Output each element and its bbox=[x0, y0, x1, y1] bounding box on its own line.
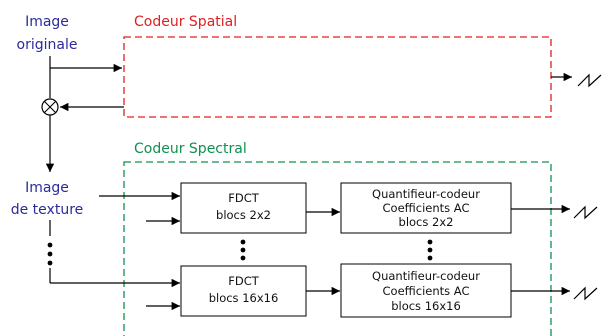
label-image-texture-1: Image bbox=[25, 180, 69, 196]
quant-2x2-block bbox=[340, 182, 512, 234]
vertical-dots-left bbox=[47, 242, 53, 266]
quant-16x16-line3: blocs 16x16 bbox=[391, 299, 461, 313]
codeur-spectral-box bbox=[123, 161, 552, 336]
quant-16x16-line1: Quantifieur-codeur bbox=[372, 269, 480, 283]
zigzag-arrow-icon bbox=[577, 73, 602, 88]
fdct-2x2-block bbox=[180, 182, 307, 234]
label-image-texture-2: de texture bbox=[11, 202, 84, 218]
vertical-dots-quant bbox=[427, 239, 433, 261]
codeur-spatial-box bbox=[123, 36, 552, 118]
fdct-2x2-line1: FDCT bbox=[228, 191, 259, 205]
label-image-originale-2: originale bbox=[17, 37, 78, 53]
codeur-spectral-title: Codeur Spectral bbox=[134, 141, 247, 157]
vertical-dots-fdct bbox=[240, 239, 246, 261]
fdct-16x16-line2: blocs 16x16 bbox=[209, 291, 279, 305]
quant-16x16-line2: Coefficients AC bbox=[383, 284, 470, 298]
fdct-16x16-block bbox=[180, 265, 307, 317]
fdct-2x2-line2: blocs 2x2 bbox=[216, 208, 271, 222]
fdct-16x16-line1: FDCT bbox=[228, 274, 259, 288]
quant-2x2-line1: Quantifieur-codeur bbox=[372, 187, 480, 201]
quant-2x2-line3: blocs 2x2 bbox=[399, 215, 454, 229]
codeur-spatial-title: Codeur Spatial bbox=[134, 14, 237, 30]
zigzag-arrow-icon bbox=[573, 205, 598, 220]
zigzag-arrow-icon bbox=[573, 286, 598, 301]
circle-cross-icon bbox=[41, 98, 59, 116]
label-image-originale-1: Image bbox=[25, 14, 69, 30]
quant-2x2-line2: Coefficients AC bbox=[383, 201, 470, 215]
